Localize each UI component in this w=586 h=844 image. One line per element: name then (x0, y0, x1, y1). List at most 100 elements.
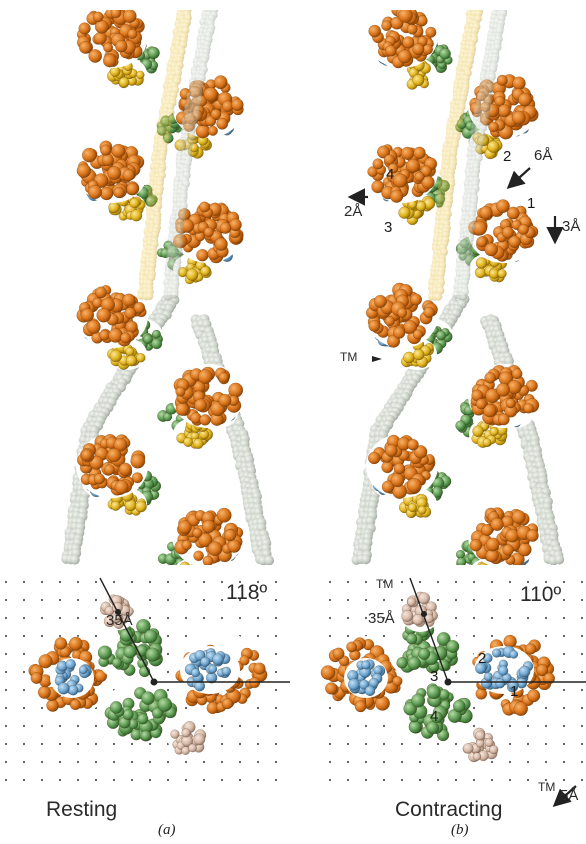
subdomain-4-sphere (137, 714, 148, 725)
subdomain-3-sphere (399, 207, 411, 219)
subdomain-1-sphere (190, 413, 201, 424)
subdomain-1-sphere (512, 369, 522, 379)
subdomain-1-sphere (88, 185, 102, 199)
subdomain-1-sphere (123, 294, 136, 307)
subdomain-1-sphere (120, 333, 130, 343)
subdomain-1-sphere (355, 701, 366, 712)
subdomain-1-sphere (502, 227, 514, 239)
subdomain-1-sphere (413, 43, 425, 55)
subdomain-4-sphere (141, 692, 154, 705)
subdomain-1-sphere (204, 87, 218, 101)
subdomain-2-sphere (492, 649, 501, 658)
subdomain-2-sphere (365, 686, 375, 696)
subdomain-2-sphere (519, 666, 530, 677)
subdomain-2-sphere (209, 665, 217, 673)
subdomain-1-sphere (398, 8, 412, 22)
subdomain-4-sphere (408, 657, 421, 670)
subdomain-1-sphere (346, 642, 356, 652)
tm-cross-section-cluster (460, 728, 500, 764)
subdomain-1-sphere (527, 689, 540, 702)
tm-label-bottom: TM (538, 780, 555, 794)
subdomain-3-sphere (498, 269, 507, 278)
subdomain-1-sphere (220, 222, 231, 233)
subdomain-4-sphere (98, 646, 112, 660)
subdomain-1-sphere (496, 383, 509, 396)
subdomain-1-cluster (76, 284, 148, 348)
subdomain-1-sphere (211, 109, 221, 119)
shift-arrow-6 (510, 168, 530, 186)
subdomain-4-sphere (406, 633, 417, 644)
subdomain-1-sphere (524, 403, 534, 413)
subdomain-1-sphere (385, 45, 396, 56)
subdomain-3-sphere (131, 210, 143, 222)
subdomain-1-sphere (254, 663, 266, 675)
caption-a: (a) (158, 822, 176, 839)
subdomain-1-sphere (103, 54, 116, 67)
subdomain-1-sphere (204, 227, 214, 237)
subdomain-1-sphere (115, 480, 129, 494)
subdomain-1-cluster (366, 283, 438, 348)
subdomain-1-sphere (476, 399, 486, 409)
subdomain-1-sphere (47, 700, 59, 712)
subdomain-3-sphere (490, 427, 499, 436)
subdomain-3-sphere (475, 268, 486, 279)
subdomain-3-sphere (476, 258, 487, 269)
state-label-resting: Resting (46, 798, 117, 822)
tm-cross-section-sphere (188, 744, 196, 752)
subdomain-1-sphere (219, 394, 232, 407)
subdomain-1-sphere (518, 93, 531, 106)
subdomain-4-sphere (440, 48, 451, 59)
subdomain-3-sphere (201, 266, 211, 276)
subdomain-1-sphere (498, 414, 509, 425)
subdomain-3-sphere (416, 201, 426, 211)
tm-cross-section-cluster (400, 592, 440, 632)
subdomain-1-sphere (70, 699, 81, 710)
subdomain-3-sphere (145, 292, 153, 300)
subdomain-1-sphere (485, 243, 498, 256)
shift-label-5: 5Å (560, 787, 578, 804)
subdomain-1-sphere (512, 111, 526, 125)
subdomain-2-sphere (213, 654, 224, 665)
subdomain-4-sphere (453, 700, 465, 712)
subdomain-4-sphere (146, 648, 160, 662)
subdomain-1-cluster (76, 139, 148, 203)
subdomain-3-sphere (473, 426, 484, 437)
subdomain-2-sphere (191, 668, 200, 677)
subdomain-1-sphere (491, 518, 504, 531)
subdomain-1-sphere (393, 676, 403, 686)
tm-cross-section-sphere (489, 745, 498, 754)
subdomain-1-sphere (100, 145, 111, 156)
subdomain-3-sphere (110, 67, 120, 77)
subdomain-1-sphere (93, 12, 103, 22)
subdomain-1-sphere (470, 539, 482, 551)
subdomain-1-sphere (518, 224, 529, 235)
shift-label-3: 3Å (562, 218, 580, 235)
tm-cross-section-sphere (418, 593, 430, 605)
tropomyosin-sphere (361, 554, 371, 564)
subdomain-4-sphere (158, 697, 172, 711)
subdomain-4-sphere (436, 331, 446, 341)
subdomain-1-sphere (81, 309, 94, 322)
shift-label-2: 2Å (344, 203, 362, 220)
subdomain-1-sphere (217, 118, 228, 129)
domain-label-2: 2 (503, 148, 511, 165)
subdomain-1-sphere (219, 372, 229, 382)
subdomain-4-sphere (409, 721, 421, 733)
subdomain-1-sphere (119, 463, 132, 476)
subdomain-1-sphere (87, 320, 101, 334)
subdomain-1-sphere (208, 126, 218, 136)
subdomain-1-sphere (208, 542, 222, 556)
subdomain-3-sphere (413, 349, 424, 360)
xs-domain-label-1: 1 (510, 683, 518, 700)
subdomain-1-sphere (69, 637, 82, 650)
subdomain-4-sphere (152, 330, 160, 338)
subdomain-1-sphere (104, 465, 114, 475)
subdomain-1-sphere (382, 461, 394, 473)
subdomain-1-sphere (489, 122, 499, 132)
subdomain-4-sphere (397, 657, 408, 668)
subdomain-1-sphere (100, 330, 110, 340)
subdomain-1-sphere (108, 166, 121, 179)
subdomain-1-sphere (200, 414, 211, 425)
xs-domain-label-4: 4 (430, 708, 438, 725)
